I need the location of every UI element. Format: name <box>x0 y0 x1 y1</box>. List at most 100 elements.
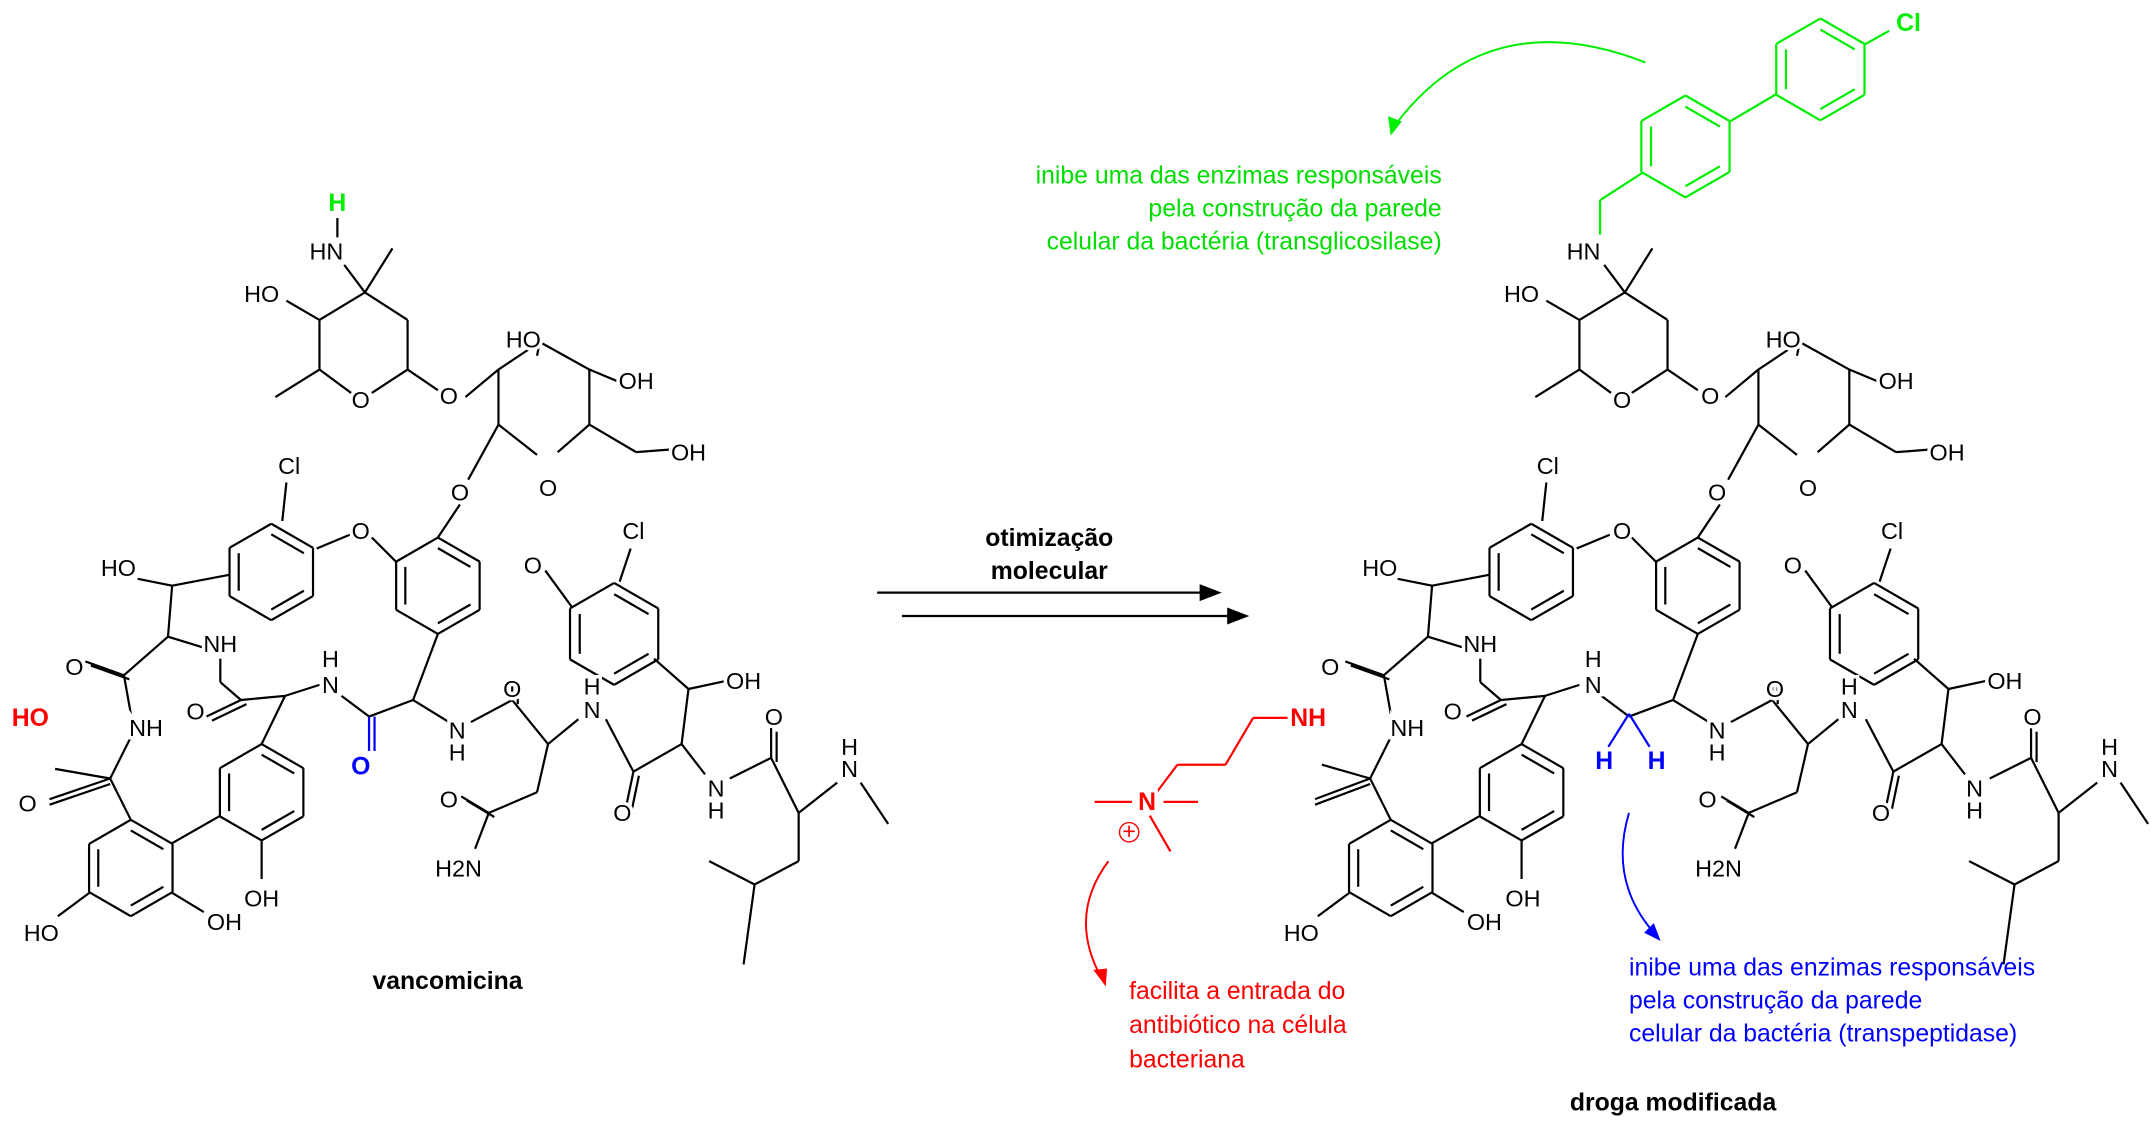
arrowhead-icon <box>1093 968 1108 987</box>
bond <box>1807 718 1839 745</box>
bond <box>1603 264 1626 294</box>
bond <box>1968 860 2016 886</box>
atom-label: H <box>708 797 725 823</box>
atom-label: O <box>1766 676 1784 702</box>
bond <box>285 299 321 321</box>
bond <box>1863 29 1890 46</box>
modified-drug-bonds <box>1314 247 2150 965</box>
bond <box>1541 482 1548 522</box>
bond <box>539 341 590 371</box>
bond <box>1684 94 1731 122</box>
bond <box>316 533 351 550</box>
bond <box>261 810 295 831</box>
atom-label: O <box>440 786 458 812</box>
bond <box>1600 694 1630 718</box>
bond <box>395 608 439 635</box>
bond <box>1913 657 1950 690</box>
bond <box>569 658 615 686</box>
bond <box>1892 743 1943 773</box>
bond <box>1530 522 1574 549</box>
bond <box>1816 423 1851 453</box>
bond <box>85 660 125 677</box>
bond <box>1624 291 1669 321</box>
bond <box>1578 368 1612 394</box>
atom-label: O <box>18 791 36 817</box>
bond <box>470 699 513 724</box>
bond <box>588 423 637 454</box>
bond <box>1390 885 1424 907</box>
atom-label: O <box>1784 552 1802 578</box>
atom-label: OH <box>1467 909 1502 935</box>
bond <box>1873 652 1910 675</box>
atom-label: O <box>1799 475 1817 501</box>
bond <box>171 573 231 587</box>
arrowhead-icon <box>1227 607 1250 625</box>
atom-label: H <box>449 740 466 766</box>
bond <box>1534 368 1580 399</box>
bond <box>228 522 272 549</box>
bond <box>57 891 91 918</box>
bond <box>1795 743 1810 793</box>
atom-label: HO <box>1362 555 1397 581</box>
bond <box>1576 533 1611 550</box>
bond <box>1369 778 1392 821</box>
atom-label: H <box>1585 646 1602 672</box>
bond <box>1321 763 1371 780</box>
blue-curved-arrow <box>1621 812 1656 935</box>
bond <box>1696 503 1721 539</box>
bond <box>49 777 111 801</box>
atom-label: H <box>2101 734 2118 760</box>
bond <box>228 595 272 622</box>
bond <box>1520 695 1546 745</box>
atom-label: OH <box>1879 368 1914 394</box>
bond <box>1775 93 1821 122</box>
bond <box>1530 533 1565 555</box>
bond <box>604 718 635 773</box>
bond <box>437 536 481 563</box>
bond <box>1726 799 1755 819</box>
atom-label: N <box>2101 756 2118 782</box>
green-annotation: inibe uma das enzimas responsáveis pela … <box>1036 163 1442 256</box>
bond <box>2119 782 2150 825</box>
atom-label: N <box>841 756 858 782</box>
bond <box>1599 171 1644 202</box>
bond <box>613 652 650 675</box>
atom-label: OH <box>207 909 242 935</box>
bond <box>1697 603 1731 625</box>
bond <box>1795 341 1801 356</box>
atom-label: + <box>1122 818 1136 844</box>
atom-label: HO <box>1766 326 1801 352</box>
bond <box>1607 713 1630 748</box>
bond <box>1829 582 1875 610</box>
atom-label: O <box>1872 800 1890 826</box>
atom-label: OH <box>1987 668 2022 694</box>
atom-label: O <box>1698 786 1716 812</box>
atom-label: HN <box>1567 238 1601 264</box>
bond <box>1630 536 1658 564</box>
atom-label: O <box>1708 479 1726 505</box>
bond <box>1471 703 1507 722</box>
atom-label: H <box>841 734 858 760</box>
bond <box>1317 891 1351 918</box>
bond <box>274 368 321 399</box>
bond <box>343 264 366 294</box>
bond <box>167 635 205 649</box>
bond <box>544 569 573 608</box>
red-curved-arrow <box>1085 860 1110 979</box>
bond <box>219 743 263 770</box>
bond <box>1350 664 1390 681</box>
bond <box>1155 764 1179 793</box>
atom-label: OH <box>671 439 706 465</box>
bond <box>1500 694 1546 702</box>
bond <box>1885 771 1895 805</box>
annotation-line: facilita a entrada do <box>1129 978 1345 1005</box>
atom-label: H <box>1966 797 1983 823</box>
bond <box>547 718 580 745</box>
annotation-line: inibe uma das enzimas responsáveis <box>1629 954 2035 981</box>
bond <box>1431 573 1491 587</box>
atom-label: O <box>440 383 458 409</box>
bond <box>688 679 728 691</box>
